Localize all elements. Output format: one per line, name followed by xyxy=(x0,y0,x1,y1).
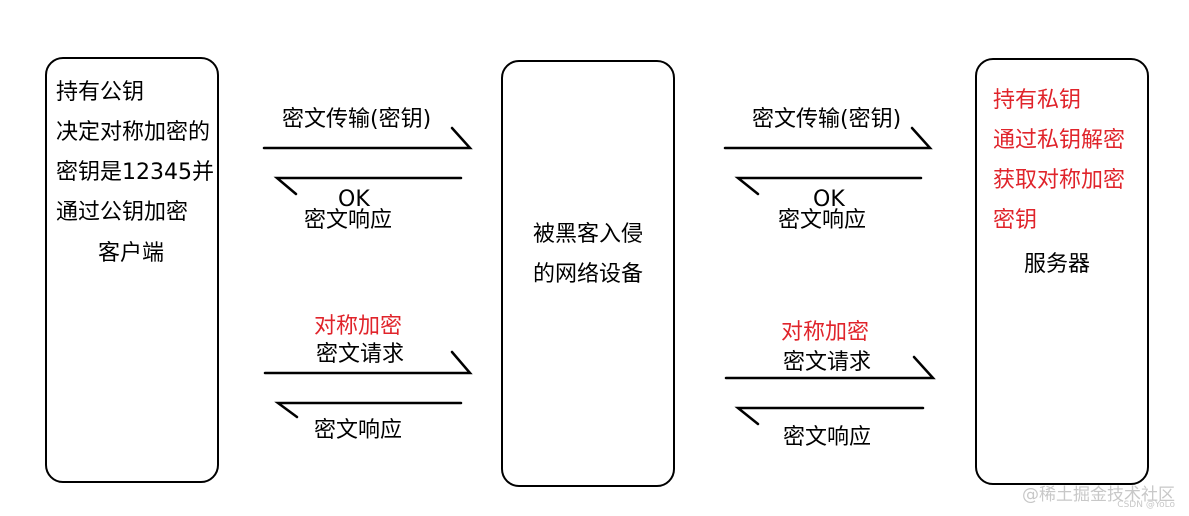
client-line-4: 通过公钥加密 xyxy=(56,200,189,225)
arrow-left-top-response xyxy=(273,176,463,196)
middle-line-2: 的网络设备 xyxy=(533,262,644,287)
left-response-label-2: 密文响应 xyxy=(314,418,403,443)
right-response-label-2: 密文响应 xyxy=(783,425,872,450)
middle-line-1: 被黑客入侵 xyxy=(533,222,644,247)
arrow-right-bottom-response xyxy=(734,406,925,426)
right-ok-label: OK xyxy=(813,187,845,212)
middle-box xyxy=(501,60,675,487)
server-line-2: 通过私钥解密 xyxy=(993,128,1126,153)
server-line-1: 持有私钥 xyxy=(993,88,1082,113)
watermark-subtext: CSDN @YoLo xyxy=(1117,500,1175,510)
right-request-label: 密文请求 xyxy=(783,350,872,375)
client-label: 客户端 xyxy=(98,241,165,266)
client-line-1: 持有公钥 xyxy=(56,80,145,105)
watermark-text: @稀土掘金技术社区 xyxy=(1022,485,1175,505)
arrow-left-top-request xyxy=(262,126,473,150)
left-symmetric-label: 对称加密 xyxy=(314,314,403,339)
client-box xyxy=(45,57,219,483)
left-response-label-1: 密文响应 xyxy=(304,208,393,233)
left-transfer-key-label: 密文传输(密钥) xyxy=(282,107,432,132)
right-response-label-1: 密文响应 xyxy=(778,208,867,233)
left-ok-label: OK xyxy=(338,187,370,212)
server-line-4: 密钥 xyxy=(993,208,1038,233)
arrow-right-bottom-request xyxy=(724,355,936,380)
right-transfer-key-label: 密文传输(密钥) xyxy=(752,107,902,132)
right-symmetric-label: 对称加密 xyxy=(781,320,870,345)
arrow-right-top-response xyxy=(734,176,923,196)
server-line-3: 获取对称加密 xyxy=(993,168,1126,193)
arrow-left-bottom-response xyxy=(274,401,463,419)
server-box xyxy=(975,58,1149,485)
server-label: 服务器 xyxy=(1024,252,1091,277)
client-line-2: 决定对称加密的 xyxy=(56,120,211,145)
client-line-3: 密钥是12345并 xyxy=(56,160,214,185)
arrow-left-bottom-request xyxy=(263,350,473,375)
arrow-right-top-request xyxy=(723,126,933,150)
left-request-label: 密文请求 xyxy=(316,342,405,367)
